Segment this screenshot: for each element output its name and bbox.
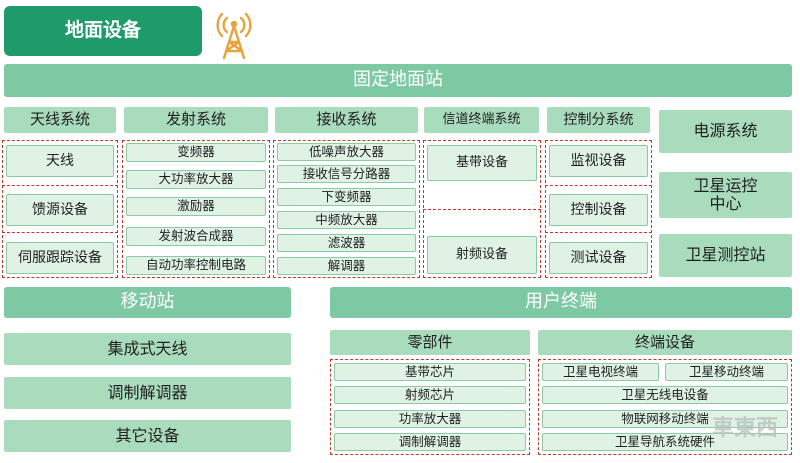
components-header: 零部件	[330, 330, 530, 355]
modem-item: 调制解调器	[4, 377, 291, 409]
rf-equipment-item: 射频设备	[427, 236, 537, 274]
demodulator-item: 解调器	[277, 257, 416, 275]
page-title: 地面设备	[64, 19, 141, 42]
user-terminal-header: 用户终端	[330, 287, 792, 318]
control-equipment-item: 控制设备	[549, 194, 648, 226]
control-divider-2	[545, 232, 652, 233]
integrated-antenna-item: 集成式天线	[4, 333, 291, 365]
power-system-box: 电源系统	[659, 110, 792, 153]
satellite-mobile-terminal-item: 卫星移动终端	[665, 363, 788, 381]
modem-chip-item: 调制解调器	[334, 433, 526, 451]
signal-splitter-item: 接收信号分路器	[277, 165, 416, 183]
control-divider-1	[545, 185, 652, 186]
satellite-radio-equipment-item: 卫星无线电设备	[542, 386, 788, 404]
other-equipment-item: 其它设备	[4, 420, 291, 452]
lna-item: 低噪声放大器	[277, 143, 416, 161]
satellite-control-center-box: 卫星运控 中心	[659, 172, 792, 218]
satellite-tt-station-box: 卫星测控站	[659, 234, 792, 277]
rf-chip-item: 射频芯片	[334, 386, 526, 404]
fixed-station-header: 固定地面站	[4, 64, 792, 97]
page-title-box: 地面设备	[4, 6, 202, 56]
feed-equipment-item: 馈源设备	[6, 194, 114, 226]
antenna-divider-1	[2, 185, 118, 186]
baseband-chip-item: 基带芯片	[334, 363, 526, 381]
devices-group-frame	[538, 359, 792, 455]
antenna-system-header: 天线系统	[4, 107, 116, 133]
control-group-frame	[545, 140, 652, 278]
servo-tracking-item: 伺服跟踪设备	[6, 242, 114, 274]
high-power-amplifier-item: 大功率放大器	[126, 170, 266, 189]
mobile-station-header: 移动站	[4, 287, 291, 318]
antenna-group-frame	[2, 140, 118, 278]
power-amplifier-item: 功率放大器	[334, 410, 526, 428]
channel-divider	[423, 209, 541, 210]
if-amplifier-item: 中频放大器	[277, 211, 416, 229]
exciter-item: 激励器	[126, 197, 266, 216]
watermark-logo: 車東西	[712, 416, 779, 441]
test-equipment-item: 测试设备	[549, 242, 648, 274]
components-group-frame	[330, 359, 530, 455]
transmit-group-frame	[122, 140, 270, 278]
monitoring-equipment-item: 监视设备	[549, 145, 648, 177]
iot-mobile-terminal-item: 物联网移动终端	[542, 410, 788, 428]
signal-tower-icon	[216, 12, 252, 60]
terminal-devices-header: 终端设备	[538, 330, 792, 355]
antenna-item: 天线	[6, 145, 114, 177]
down-converter-item: 下变频器	[277, 188, 416, 206]
auto-power-control-item: 自动功率控制电路	[126, 256, 266, 275]
baseband-equipment-item: 基带设备	[427, 145, 537, 181]
receive-system-header: 接收系统	[275, 107, 418, 133]
receive-group-frame	[273, 140, 420, 278]
antenna-divider-2	[2, 232, 118, 233]
filter-item: 滤波器	[277, 234, 416, 252]
channel-terminal-header: 信道终端系统	[424, 107, 539, 133]
control-subsystem-header: 控制分系统	[547, 107, 650, 133]
satellite-navigation-hardware-item: 卫星导航系统硬件	[542, 433, 788, 451]
transmit-combiner-item: 发射波合成器	[126, 227, 266, 246]
transmit-system-header: 发射系统	[124, 107, 268, 133]
satellite-tv-terminal-item: 卫星电视终端	[542, 363, 659, 381]
frequency-converter-item: 变频器	[126, 143, 266, 162]
